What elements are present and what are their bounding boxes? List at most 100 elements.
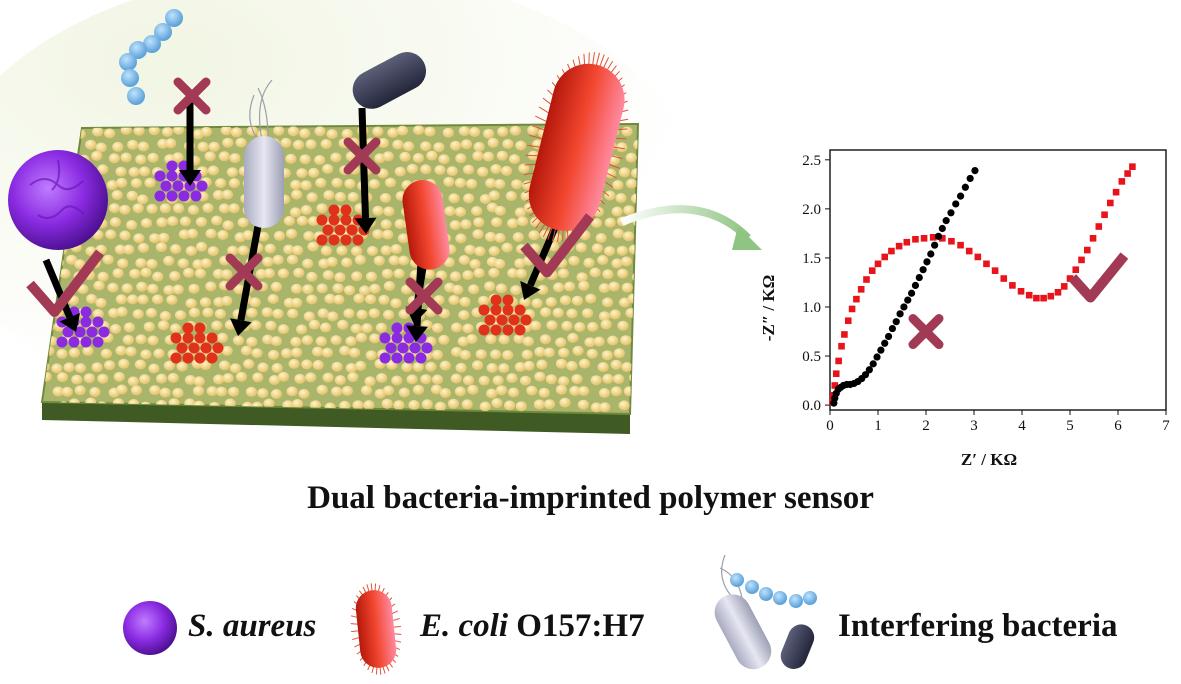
polymer-bead [546,374,557,384]
polymer-bead [381,219,392,229]
polymer-bead [599,283,610,293]
polymer-bead [502,243,513,253]
imprint-dot [341,205,352,216]
polymer-bead [485,334,496,344]
data-point-black [889,325,896,332]
polymer-bead [490,164,501,174]
polymer-bead [200,297,211,307]
polymer-bead [472,151,483,161]
polymer-bead [590,268,601,278]
imprint-dot [99,327,110,338]
polymer-bead [462,324,473,334]
polymer-bead [180,216,191,226]
polymer-bead [219,151,230,161]
polymer-bead [115,346,126,356]
polymer-bead [395,167,406,177]
polymer-bead [390,298,401,308]
polymer-bead [123,245,134,255]
polymer-bead [297,216,308,226]
polymer-bead [206,229,217,239]
polymer-bead [170,244,181,254]
polymer-bead [452,285,463,295]
polymer-bead [617,246,628,256]
legend-interfering-label: Interfering bacteria [838,608,1118,645]
imprint-dot [323,225,334,236]
polymer-bead [483,129,494,139]
polymer-bead [51,363,62,373]
imprint-dot [179,191,190,202]
imprint-dot [191,191,202,202]
data-point-black [870,360,877,367]
data-point-red [841,331,848,338]
polymer-bead [472,229,483,239]
polymer-bead [342,129,353,139]
data-point-black [927,250,934,257]
polymer-bead [515,141,526,151]
data-point-red [863,276,870,283]
polymer-bead [229,153,240,163]
polymer-bead [327,129,338,139]
polymer-bead [494,179,505,189]
y-axis-label: -Z″ / KΩ [760,275,778,341]
polymer-bead [520,376,531,386]
y-tick-label: 2.0 [802,202,821,218]
polymer-bead [104,128,115,138]
polymer-bead [420,141,431,151]
polymer-bead [148,364,159,374]
y-tick-label: 1.5 [802,251,821,267]
imprint-dot [380,353,391,364]
data-point-black [962,184,969,191]
data-point-black [923,258,930,265]
polymer-bead [312,347,323,357]
polymer-bead [624,386,635,396]
polymer-bead [231,127,242,137]
polymer-bead [345,336,356,346]
polymer-bead [167,216,178,226]
polymer-bead [383,206,394,216]
polymer-bead [217,230,228,240]
imprint-dot [183,353,194,364]
pilus [380,667,381,675]
polymer-bead [613,374,624,384]
polymer-bead [564,282,575,292]
polymer-bead [92,362,103,372]
polymer-bead [246,337,257,347]
polymer-bead [633,402,644,412]
data-point-red [1009,282,1016,289]
data-point-red [1026,292,1033,299]
polymer-bead [144,322,155,332]
polymer-bead [147,335,158,345]
polymer-bead [262,307,273,317]
polymer-bead [115,167,126,177]
polymer-bead [107,180,118,190]
data-point-red [1101,211,1108,218]
polymer-bead [298,389,309,399]
polymer-bead [129,269,140,279]
polymer-bead [149,385,160,395]
polymer-bead [307,192,318,202]
polymer-bead [461,139,472,149]
imprint-dot [201,343,212,354]
polymer-bead [91,151,102,161]
polymer-bead [75,385,86,395]
polymer-bead [585,294,596,304]
polymer-bead [447,166,458,176]
polymer-bead [178,258,189,268]
polymer-bead [273,255,284,265]
polymer-bead [455,233,466,243]
polymer-bead [462,270,473,280]
polymer-bead [539,388,550,398]
polymer-bead [553,308,564,318]
polymer-bead [57,372,68,382]
polymer-bead [499,335,510,345]
polymer-bead [487,363,498,373]
polymer-bead [292,245,303,255]
imprint-dot [392,353,403,364]
polymer-bead [397,126,408,136]
polymer-bead [493,375,504,385]
polymer-bead [252,348,263,358]
polymer-bead [127,191,138,201]
polymer-bead [273,126,284,136]
polymer-bead [271,336,282,346]
polymer-bead [265,244,276,254]
